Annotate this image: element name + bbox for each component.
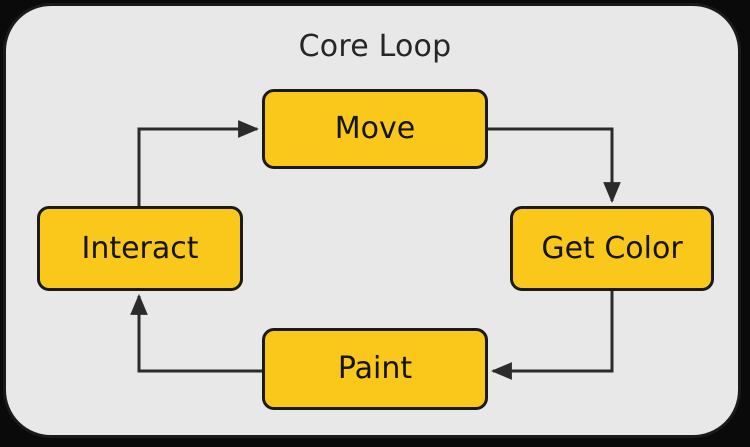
- node-get-color[interactable]: Get Color: [510, 206, 714, 291]
- diagram-title: Core Loop: [298, 29, 452, 64]
- node-get-color-label: Get Color: [541, 230, 683, 266]
- node-paint-label: Paint: [337, 351, 413, 386]
- node-interact-label: Interact: [81, 230, 199, 266]
- node-interact[interactable]: Interact: [37, 206, 243, 291]
- node-move[interactable]: Move: [262, 89, 488, 169]
- node-move-label: Move: [334, 111, 416, 146]
- node-paint[interactable]: Paint: [262, 328, 488, 410]
